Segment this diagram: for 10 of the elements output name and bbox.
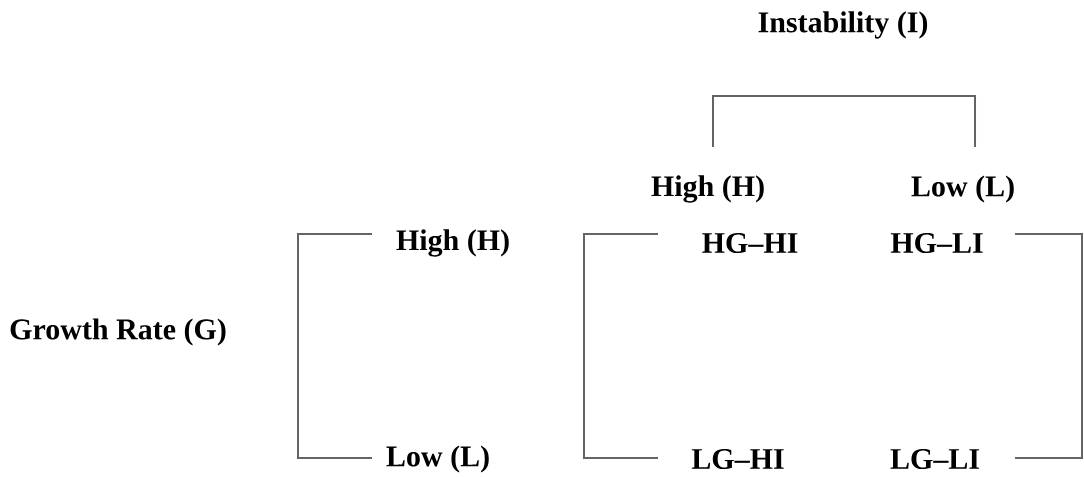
label: LG–HI — [691, 448, 784, 470]
label: Growth Rate (G) — [10, 318, 226, 346]
label: High (H) — [651, 175, 764, 203]
label: LG–LI — [890, 448, 979, 470]
label: Low (L) — [386, 445, 489, 473]
label: HG–HI — [702, 232, 798, 254]
label: HG–LI — [890, 232, 983, 254]
label: High (H) — [396, 229, 509, 257]
label: Instability (I) — [758, 11, 928, 39]
label: Low (L) — [911, 175, 1014, 203]
